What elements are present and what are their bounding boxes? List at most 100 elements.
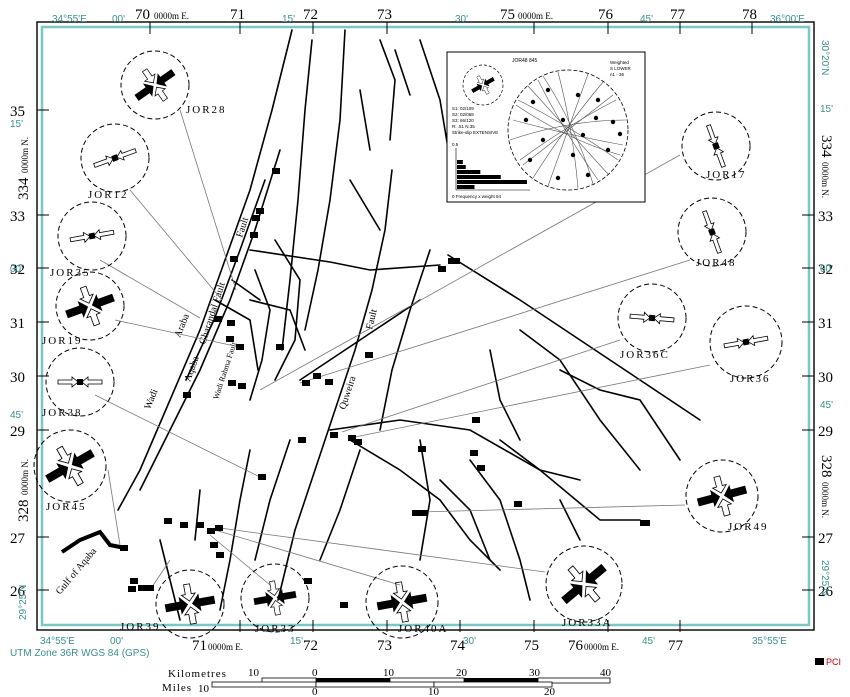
sample-site [330, 432, 338, 438]
stereonet-jor48 [677, 197, 747, 267]
inset-stat: R: .51 N.35 [452, 124, 475, 129]
sample-site [276, 344, 284, 350]
histogram-bar [457, 175, 501, 179]
left-geo-label: 29°25'N [18, 585, 29, 620]
left-big-grid-label: 328 [16, 500, 32, 523]
site-label-jor33a: JOR33A [562, 617, 613, 629]
top-geo-label: 00' [112, 14, 125, 25]
sample-site [272, 168, 280, 174]
site-label-jor48: JOR48 [696, 257, 737, 269]
top-geo-label: 15' [282, 14, 295, 25]
sample-site [477, 465, 485, 471]
right-geo-label: 15' [820, 104, 833, 115]
right-big-grid-suffix: 0000m N. [820, 482, 830, 518]
site-label-jor40a: JOR40A [398, 623, 449, 635]
right-geo-label: 30°20'N [819, 40, 830, 75]
sample-site [348, 435, 356, 441]
right-big-grid-label: 334 [818, 135, 834, 158]
stereonet-jor49 [685, 459, 759, 533]
inset-stat: Strike-slip EXTENSIVE [452, 130, 498, 135]
site-label-jor49: JOR49 [728, 521, 769, 533]
top-geo-label: 30' [455, 14, 468, 25]
top-grid-label: 78 [742, 7, 757, 23]
inset-stat: S2: 02/068 [452, 112, 474, 117]
sample-site [365, 352, 373, 358]
right-grid-label: 27 [818, 531, 834, 547]
left-grid-label: 31 [10, 316, 25, 332]
quweira-fault [277, 169, 393, 601]
top-grid-label: 76 [598, 7, 614, 23]
sample-site [418, 446, 426, 452]
scale-km-tick: 30 [529, 667, 541, 679]
right-grid-label: 30 [818, 370, 833, 386]
top-geo-labels: 34°55'E 00' 15' 30' 45' 36°00'E [52, 14, 805, 25]
histogram-bar [457, 180, 527, 184]
stereonet-jor36c [617, 283, 687, 353]
top-grid-label: 72 [303, 7, 318, 23]
left-big-grid-suffix: 0000m N. [20, 137, 30, 173]
right-geo-label: 29°25'N [819, 560, 830, 595]
sample-site [325, 379, 333, 385]
top-grid-label: 77 [670, 7, 686, 23]
bottom-grid-suffix: 0000m E. [208, 642, 243, 652]
scale-mi-tick: 10 [428, 686, 440, 697]
left-grid-labels: 35 33 32 31 30 29 27 26 334 0000m N. 328… [10, 104, 32, 600]
inset-weight-line: Weighted [610, 60, 629, 65]
scale-mi-bar [211, 681, 553, 688]
site-label-jor35: JOR35 [50, 267, 91, 279]
sample-site [227, 320, 235, 326]
right-geo-labels: 30°20'N 15' 00' 45' 29°25'N [819, 40, 833, 595]
sample-site [230, 256, 238, 262]
fault-label: Aqaba [182, 354, 201, 383]
inset-weight-line: n1 - 36 [610, 72, 625, 77]
scale-mi-tick: 10 [198, 683, 210, 695]
histogram-bar [457, 165, 466, 169]
left-grid-label: 26 [10, 584, 26, 600]
top-grid-label: 73 [377, 7, 392, 23]
scale-km-bar [261, 677, 611, 684]
sample-site [472, 417, 480, 423]
inset-histogram-top: 0.5 [452, 142, 459, 147]
left-grid-label: 35 [10, 104, 25, 120]
right-grid-label: 32 [818, 262, 833, 278]
right-grid-labels: 33 32 31 30 29 27 26 334 0000m N. 328 00… [818, 135, 834, 600]
inset-weight-line: S LOWER [610, 66, 632, 71]
site-label-jor39: JOR39 [120, 621, 161, 633]
bottom-grid-label: 72 [303, 638, 318, 654]
bottom-geo-label: 35°55'E [752, 636, 787, 647]
scale-km-tick: 40 [600, 667, 612, 679]
fault-label: Wadi Rahma Fault [211, 340, 238, 400]
scale-bars: Kilometres 10 0 10 20 30 40 Miles 10 0 1… [162, 667, 612, 697]
bottom-grid-suffix: 0000m E. [584, 642, 619, 652]
sample-site [215, 525, 223, 531]
bottom-grid-label: 76 [568, 638, 584, 654]
top-grid-suffix: 0000m E. [154, 11, 189, 21]
left-grid-label: 32 [10, 262, 25, 278]
site-label-jor12: JOR12 [88, 189, 129, 201]
sample-site [138, 585, 154, 591]
site-label-jor36: JOR36 [730, 373, 771, 385]
stereonet-jor35 [57, 201, 127, 271]
scale-km-tick: 10 [248, 667, 260, 679]
site-label-jor28: JOR28 [186, 104, 227, 116]
scale-km-tick: 0 [312, 667, 318, 679]
inset-histogram-label: 0 Frequency x weight 94 [452, 194, 502, 199]
bottom-geo-label: 30' [463, 636, 476, 647]
stereonet-jor28 [120, 50, 190, 120]
sample-site [210, 542, 218, 548]
sample-site [183, 392, 191, 398]
inset-mini-stereonet [462, 64, 504, 106]
leader-lines [94, 109, 711, 591]
sample-site [256, 208, 264, 214]
top-grid-label: 75 [500, 7, 515, 23]
right-big-grid-suffix: 0000m N. [820, 162, 830, 198]
gulf-label: Gulf of Aqaba [54, 546, 100, 597]
top-grid-labels: 70 0000m E. 71 72 73 75 0000m E. 76 77 7… [135, 7, 757, 23]
site-label-jor33: JOR33 [255, 623, 296, 635]
sample-site [302, 380, 310, 386]
inset-stat: S1: 02/109 [452, 106, 474, 111]
sample-site [250, 232, 258, 238]
stereonet-jor40a [365, 565, 439, 639]
right-grid-label: 33 [818, 209, 833, 225]
sample-site [130, 578, 138, 584]
